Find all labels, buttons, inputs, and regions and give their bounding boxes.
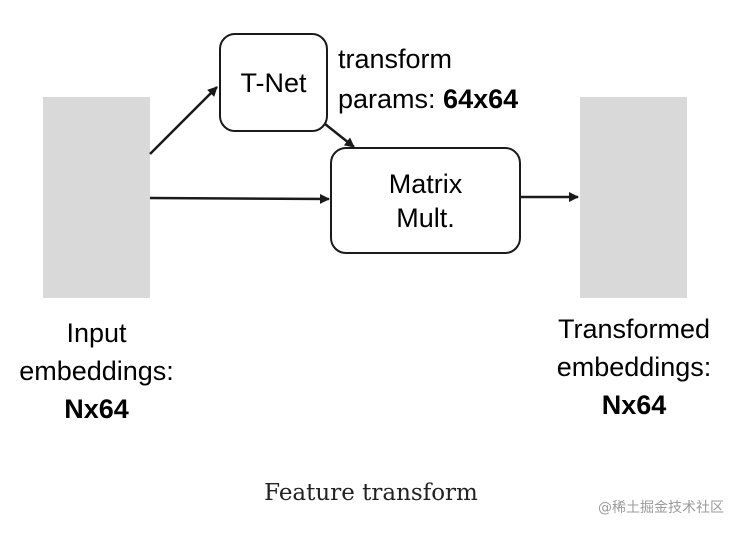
params-line1: transform <box>338 44 453 74</box>
params-value: 64x64 <box>443 84 519 114</box>
output-line2: embeddings: <box>556 352 712 382</box>
figure-caption: Feature transform <box>264 480 478 506</box>
watermark: @稀土掘金技术社区 <box>598 500 724 516</box>
input-line2: embeddings: <box>19 356 174 386</box>
matrix-mult-box: Matrix Mult. <box>330 147 521 254</box>
output-line3: Nx64 <box>601 390 667 420</box>
input-embeddings-block <box>43 97 150 298</box>
transform-params-label: transform params: 64x64 <box>338 39 518 119</box>
input-embeddings-label: Input embeddings: Nx64 <box>0 314 193 428</box>
params-line2: params: 64x64 <box>338 84 519 114</box>
output-line1: Transformed <box>557 314 711 344</box>
matmul-line2: Mult. <box>396 202 455 233</box>
arrow-input-to-matmul <box>149 193 330 204</box>
tnet-label: T-Net <box>240 67 307 98</box>
arrow-input-to-tnet <box>149 86 218 155</box>
matmul-line1: Matrix <box>388 168 463 199</box>
input-line3: Nx64 <box>64 394 129 424</box>
transformed-embeddings-label: Transformed embeddings: Nx64 <box>530 310 738 424</box>
arrow-tnet-to-matmul <box>319 119 355 148</box>
input-line1: Input <box>66 318 127 348</box>
tnet-box: T-Net <box>219 33 328 132</box>
output-embeddings-block <box>580 97 687 298</box>
